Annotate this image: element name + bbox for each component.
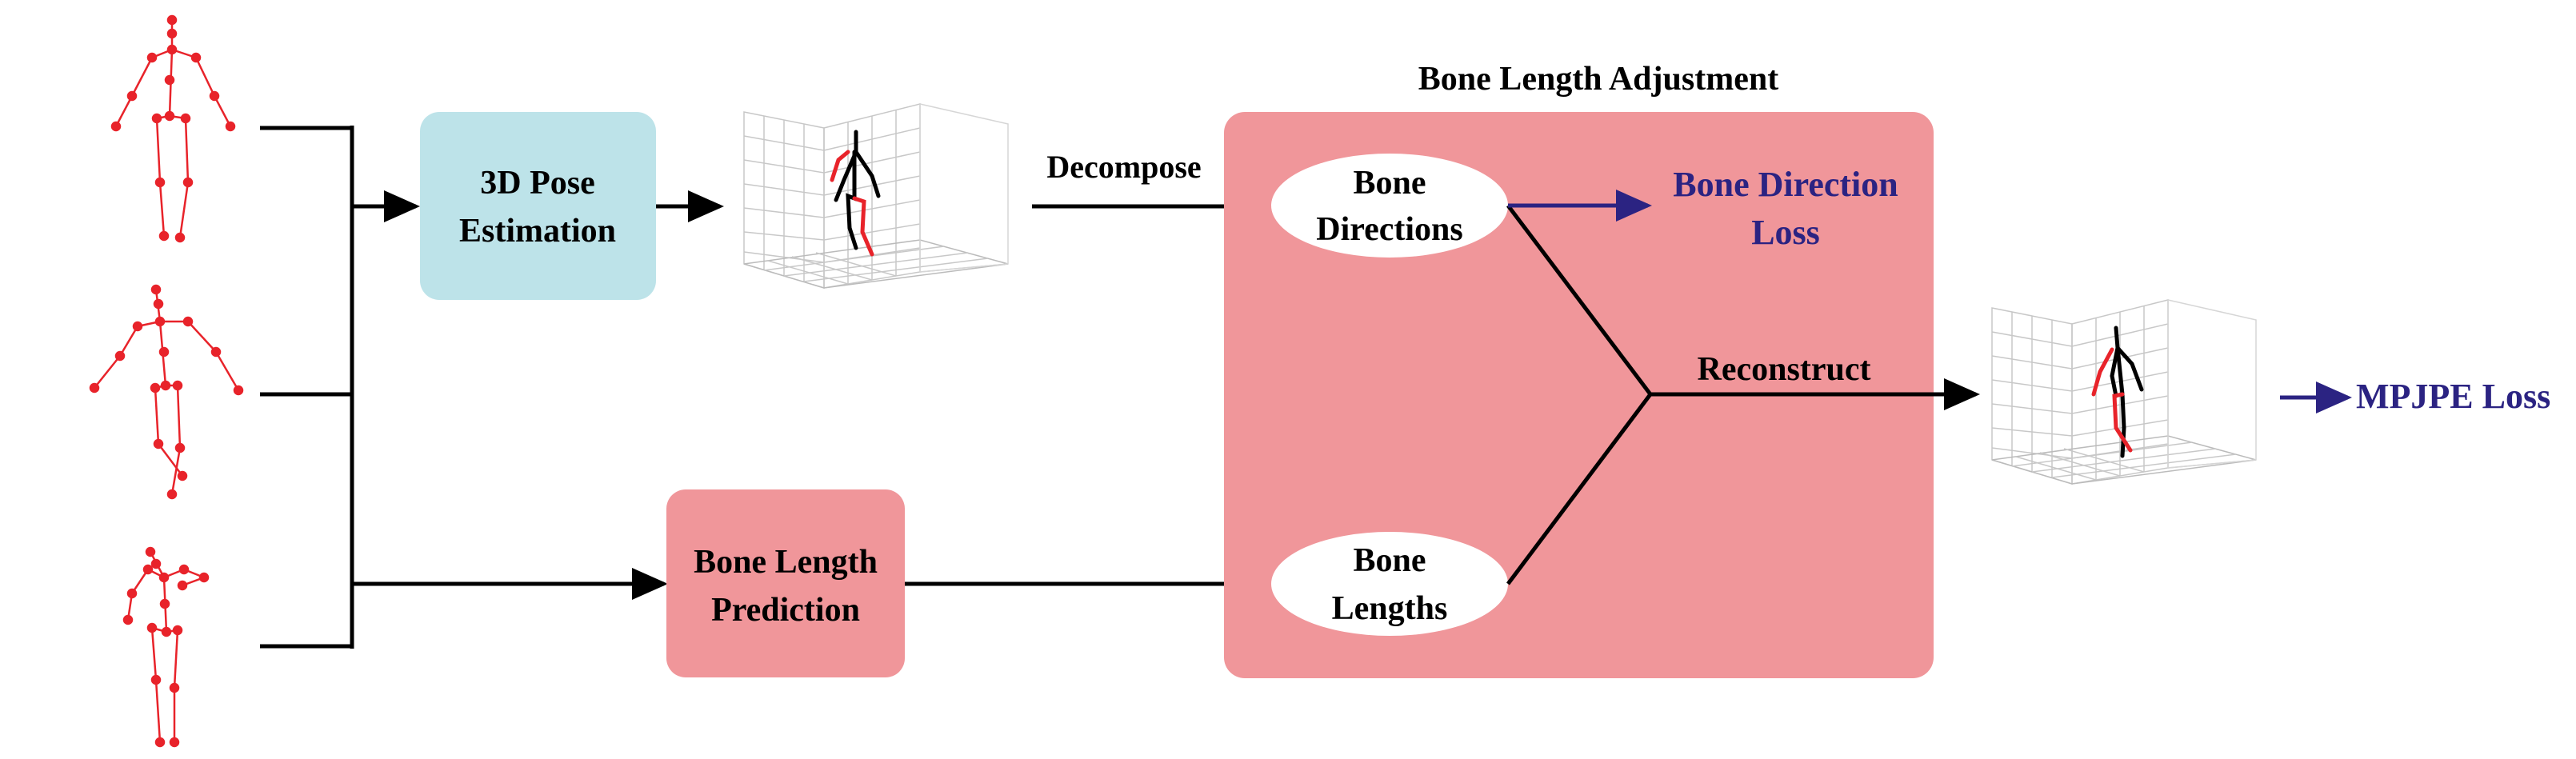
- pose-estimation-label-line1: 3D Pose: [480, 165, 594, 202]
- bone-lengths-ellipse: [1271, 532, 1508, 636]
- reconstruct-connector: [1506, 204, 1652, 585]
- bone-directions-label-line2: Directions: [1316, 211, 1463, 248]
- input-skeleton-2: [89, 284, 244, 500]
- mpjpe-loss-label: MPJPE Loss: [2356, 377, 2550, 416]
- pose-estimation-label-line2: Estimation: [459, 213, 616, 250]
- bone-length-prediction-box: [666, 489, 905, 677]
- bone-direction-loss-line1: Bone Direction: [1673, 165, 1898, 204]
- reconstruct-label: Reconstruct: [1698, 351, 1871, 388]
- bone-lengths-label-line1: Bone: [1353, 542, 1426, 579]
- pose-estimation-box: [420, 112, 656, 300]
- input-skeleton-3: [122, 546, 210, 748]
- bone-length-prediction-label-line2: Prediction: [711, 592, 860, 629]
- bone-directions-ellipse: [1271, 154, 1508, 258]
- bone-direction-loss-line2: Loss: [1751, 213, 1820, 252]
- 3d-pose-plot: [743, 103, 1009, 290]
- reconstructed-pose-plot: [1991, 299, 2257, 485]
- group-title: Bone Length Adjustment: [1418, 61, 1778, 98]
- bone-lengths-label-line2: Lengths: [1332, 590, 1448, 627]
- bone-directions-label-line1: Bone: [1353, 165, 1426, 202]
- input-skeleton-1: [110, 14, 236, 243]
- bone-length-prediction-label-line1: Bone Length: [694, 544, 878, 581]
- decompose-label: Decompose: [1046, 149, 1201, 185]
- input-bracket: [260, 126, 354, 649]
